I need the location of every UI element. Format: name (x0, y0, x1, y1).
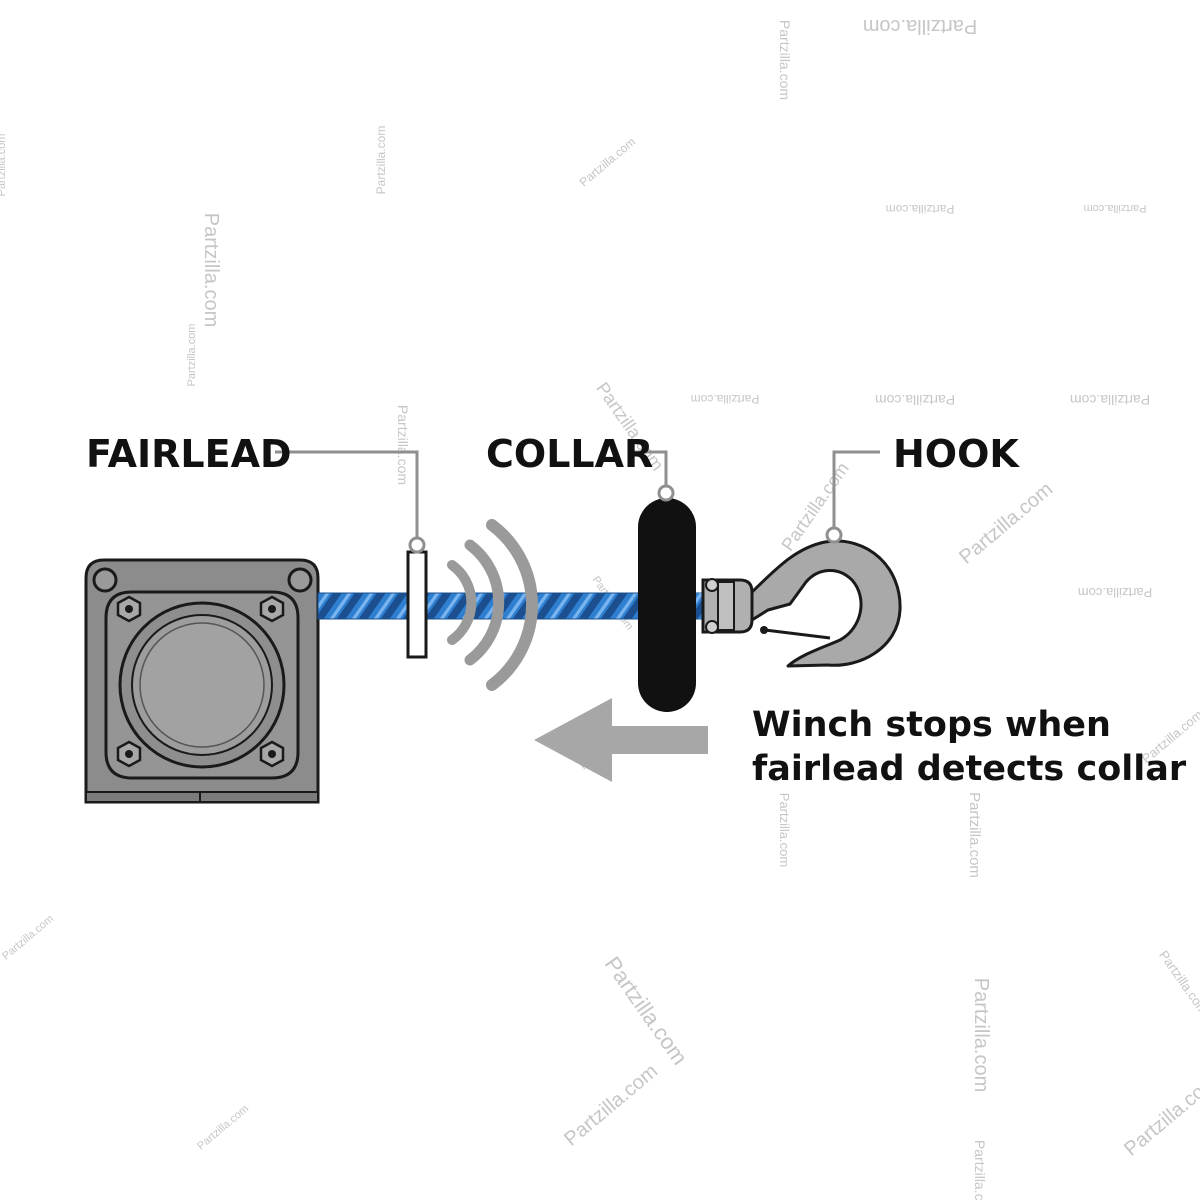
watermark-text: Partzilla.com (886, 202, 955, 216)
watermark-text: Partzilla.com (875, 392, 955, 408)
watermark-text: Partzilla.com (200, 213, 222, 327)
watermark-text: Partzilla.com (966, 792, 983, 878)
watermark-text: Partzilla.com (186, 324, 198, 387)
watermark-text: Partzilla.com (777, 793, 792, 867)
fairlead-leader-line (275, 450, 419, 538)
collar-label: COLLAR (486, 432, 653, 476)
watermark-text: Partzilla.com (1120, 1070, 1200, 1160)
fairlead-sensor-icon (406, 536, 428, 659)
watermark-text: Partzilla.com (863, 15, 977, 37)
clevis-hook-icon (701, 526, 902, 668)
watermark-text: Partzilla.com (1078, 585, 1152, 600)
left-arrow-icon (534, 698, 708, 782)
signal-waves-icon (447, 519, 538, 691)
leader-lines (275, 450, 880, 538)
watermark-text: Partzilla.com (0, 913, 56, 963)
hook-label: HOOK (893, 432, 1020, 476)
watermark-text: Partzilla.com (691, 392, 760, 406)
caption-line-1: Winch stops when (752, 705, 1111, 745)
watermark-text: Partzilla.com (395, 405, 411, 485)
watermark-text: Partzilla.com (777, 20, 793, 100)
caption-line-2: fairlead detects collar (752, 749, 1187, 789)
flange-bolts (116, 595, 285, 768)
watermark-text: Partzilla.com (1070, 392, 1150, 408)
watermark-text: Partzilla.com (970, 978, 992, 1092)
collar-leader-line (628, 450, 668, 486)
watermark-text: Partzilla.com (1156, 948, 1200, 1018)
watermark-text: Partzilla.com (1084, 202, 1147, 214)
watermark-text: Partzilla.com (600, 952, 693, 1069)
winch-motor-icon (84, 558, 320, 804)
rope-collar-icon (638, 484, 696, 712)
watermark-text: Partzilla.com (577, 134, 639, 189)
watermark-text: Partzilla.com (972, 1140, 988, 1200)
hook-leader-line (832, 450, 880, 528)
watermark-text: Partzilla.com (0, 134, 8, 197)
watermark-text: Partzilla.com (560, 1060, 662, 1150)
watermark-text: Partzilla.com (374, 126, 388, 195)
watermark-text: Partzilla.com (195, 1103, 251, 1153)
watermark-text: Partzilla.com (955, 478, 1057, 568)
fairlead-label: FAIRLEAD (86, 432, 292, 476)
